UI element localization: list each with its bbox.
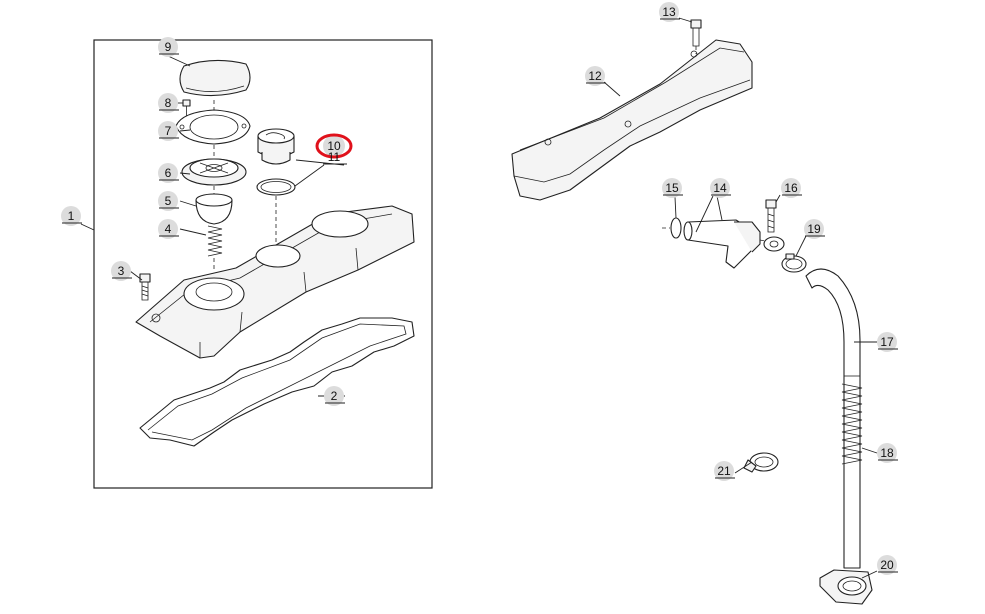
callout-2[interactable]: 2 (324, 386, 345, 406)
part-5-cup[interactable] (195, 193, 233, 225)
callout-6-text: 6 (165, 166, 172, 180)
callout-3-text: 3 (118, 264, 125, 278)
callout-19-text: 19 (807, 222, 821, 236)
part-2-gasket[interactable] (139, 317, 415, 447)
part-3-bolt[interactable] (139, 273, 151, 301)
callout-1[interactable]: 1 (61, 206, 82, 226)
callout-10[interactable]: 10 (315, 133, 353, 159)
callout-2-text: 2 (331, 389, 338, 403)
callout-18-text: 18 (880, 446, 894, 460)
callout-7-text: 7 (165, 124, 172, 138)
callout-4[interactable]: 4 (158, 219, 179, 239)
part-6-diaphragm[interactable] (181, 158, 247, 186)
callout-17-text: 17 (880, 335, 894, 349)
callout-5[interactable]: 5 (158, 191, 179, 211)
callout-14[interactable]: 14 (710, 178, 731, 198)
callout-16-text: 16 (784, 181, 798, 195)
callout-9-text: 9 (165, 40, 172, 54)
callout-21[interactable]: 21 (714, 461, 735, 481)
part-9-cover-cap[interactable] (179, 59, 251, 97)
callout-15[interactable]: 15 (662, 178, 683, 198)
part-17-hose[interactable] (805, 268, 861, 569)
part-19-hose-clamp[interactable] (781, 253, 807, 273)
callout-20-text: 20 (880, 558, 894, 572)
part-13-bolt[interactable] (690, 19, 702, 54)
part-10-oil-filler-cap[interactable] (257, 128, 295, 165)
callout-8-text: 8 (165, 96, 172, 110)
callout-12[interactable]: 12 (585, 66, 606, 86)
callout-17[interactable]: 17 (877, 332, 898, 352)
callout-13-text: 13 (662, 5, 676, 19)
callout-4-text: 4 (165, 222, 172, 236)
callout-18[interactable]: 18 (877, 443, 898, 463)
callout-12-text: 12 (588, 69, 602, 83)
callout-1-text: 1 (68, 209, 75, 223)
part-16-bolt[interactable] (763, 199, 785, 252)
callout-19[interactable]: 19 (804, 219, 825, 239)
callout-11[interactable]: 11 (323, 150, 347, 165)
callout-20[interactable]: 20 (877, 555, 898, 575)
callout-7[interactable]: 7 (158, 121, 179, 141)
callout-9[interactable]: 9 (158, 37, 179, 57)
callout-13[interactable]: 13 (659, 2, 680, 22)
part-4-spring[interactable] (207, 225, 223, 257)
callout-6[interactable]: 6 (158, 163, 179, 183)
callout-21-text: 21 (717, 464, 731, 478)
callout-14-text: 14 (713, 181, 727, 195)
callout-10-text: 10 (327, 139, 341, 153)
part-7-gasket-plate[interactable] (175, 109, 251, 145)
callout-10-highlight (315, 133, 353, 159)
part-20-bracket[interactable] (819, 569, 873, 605)
assembly-frame (93, 39, 433, 489)
valve-cover-left[interactable] (135, 205, 415, 359)
callout-16[interactable]: 16 (781, 178, 802, 198)
part-14-pipe-fitting[interactable] (683, 219, 771, 269)
callout-8[interactable]: 8 (158, 93, 179, 113)
part-21-clip[interactable] (743, 452, 779, 473)
part-15-seal[interactable] (662, 217, 682, 239)
part-12-upper-cover[interactable] (511, 39, 753, 201)
callout-11-text: 11 (328, 150, 341, 164)
callout-15-text: 15 (665, 181, 679, 195)
part-11-o-ring[interactable] (256, 178, 296, 196)
callout-5-text: 5 (165, 194, 172, 208)
callout-3[interactable]: 3 (111, 261, 132, 281)
part-18-spring-sleeve[interactable] (841, 383, 863, 465)
